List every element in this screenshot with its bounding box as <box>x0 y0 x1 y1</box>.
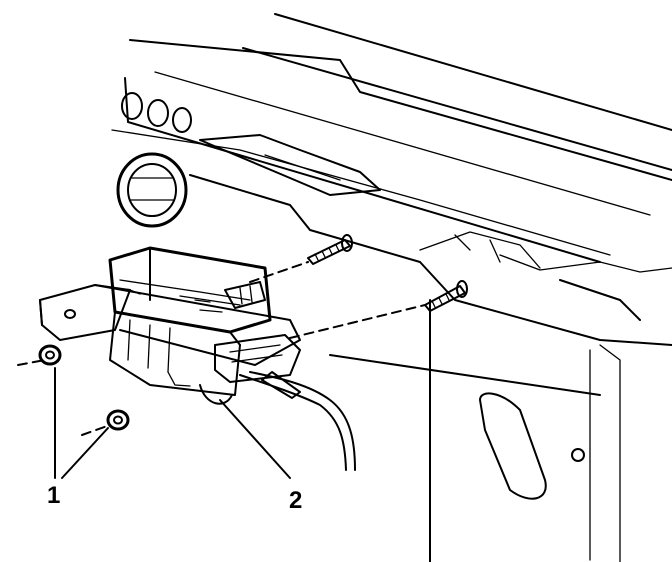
sensing-module <box>39 246 301 405</box>
rail-holes <box>121 92 192 133</box>
nut-upper <box>38 344 62 366</box>
callout-nuts-label: 1 <box>47 482 60 509</box>
install-lines <box>17 261 426 436</box>
small-hole <box>571 448 585 462</box>
callout-module-label: 2 <box>289 487 302 514</box>
access-hole <box>479 392 547 500</box>
screw-lower <box>424 280 468 312</box>
nut-lower <box>106 409 130 431</box>
grommet <box>116 152 188 228</box>
wiring-harness <box>239 371 356 471</box>
body-panel <box>111 13 672 562</box>
leader-lines <box>54 367 291 479</box>
screw-upper <box>307 234 353 265</box>
